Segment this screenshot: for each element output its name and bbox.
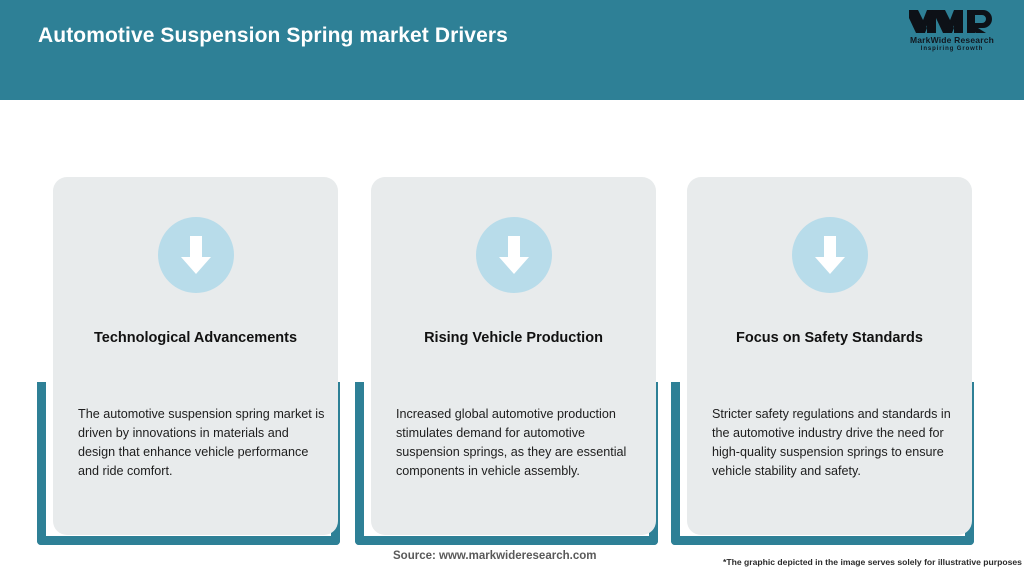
header-band: Automotive Suspension Spring market Driv… [0,0,1024,100]
arrow-down-icon [791,217,868,293]
page-title: Automotive Suspension Spring market Driv… [38,24,508,47]
arrow-down-icon [475,217,552,293]
driver-card-2[interactable]: Rising Vehicle Production Increased glob… [371,177,656,535]
driver-card-1[interactable]: Technological Advancements The automotiv… [53,177,338,535]
brand-logo: MarkWide Research Inspiring Growth [896,8,1008,56]
logo-tagline: Inspiring Growth [920,46,984,52]
driver-card-title: Technological Advancements [93,330,298,346]
driver-card-group-2: Rising Vehicle Production Increased glob… [352,100,670,546]
driver-card-body: Stricter safety regulations and standard… [712,407,951,479]
logo-name: MarkWide Research [909,35,995,45]
footer-source: Source: www.markwideresearch.com [393,550,597,562]
arrow-down-icon [157,217,234,293]
driver-card-title: Rising Vehicle Production [424,330,603,346]
driver-card-group-3: Focus on Safety Standards Stricter safet… [668,100,986,546]
mwr-logo-icon [909,10,992,33]
driver-card-title: Focus on Safety Standards [736,330,923,346]
drivers-card-row: Technological Advancements The automotiv… [0,100,1024,546]
footer-disclaimer: *The graphic depicted in the image serve… [723,557,1022,567]
driver-card-body: Increased global automotive production s… [396,407,627,479]
driver-card-body: The automotive suspension spring market … [78,407,325,479]
driver-card-group-1: Technological Advancements The automotiv… [34,100,352,546]
driver-card-3[interactable]: Focus on Safety Standards Stricter safet… [687,177,972,535]
